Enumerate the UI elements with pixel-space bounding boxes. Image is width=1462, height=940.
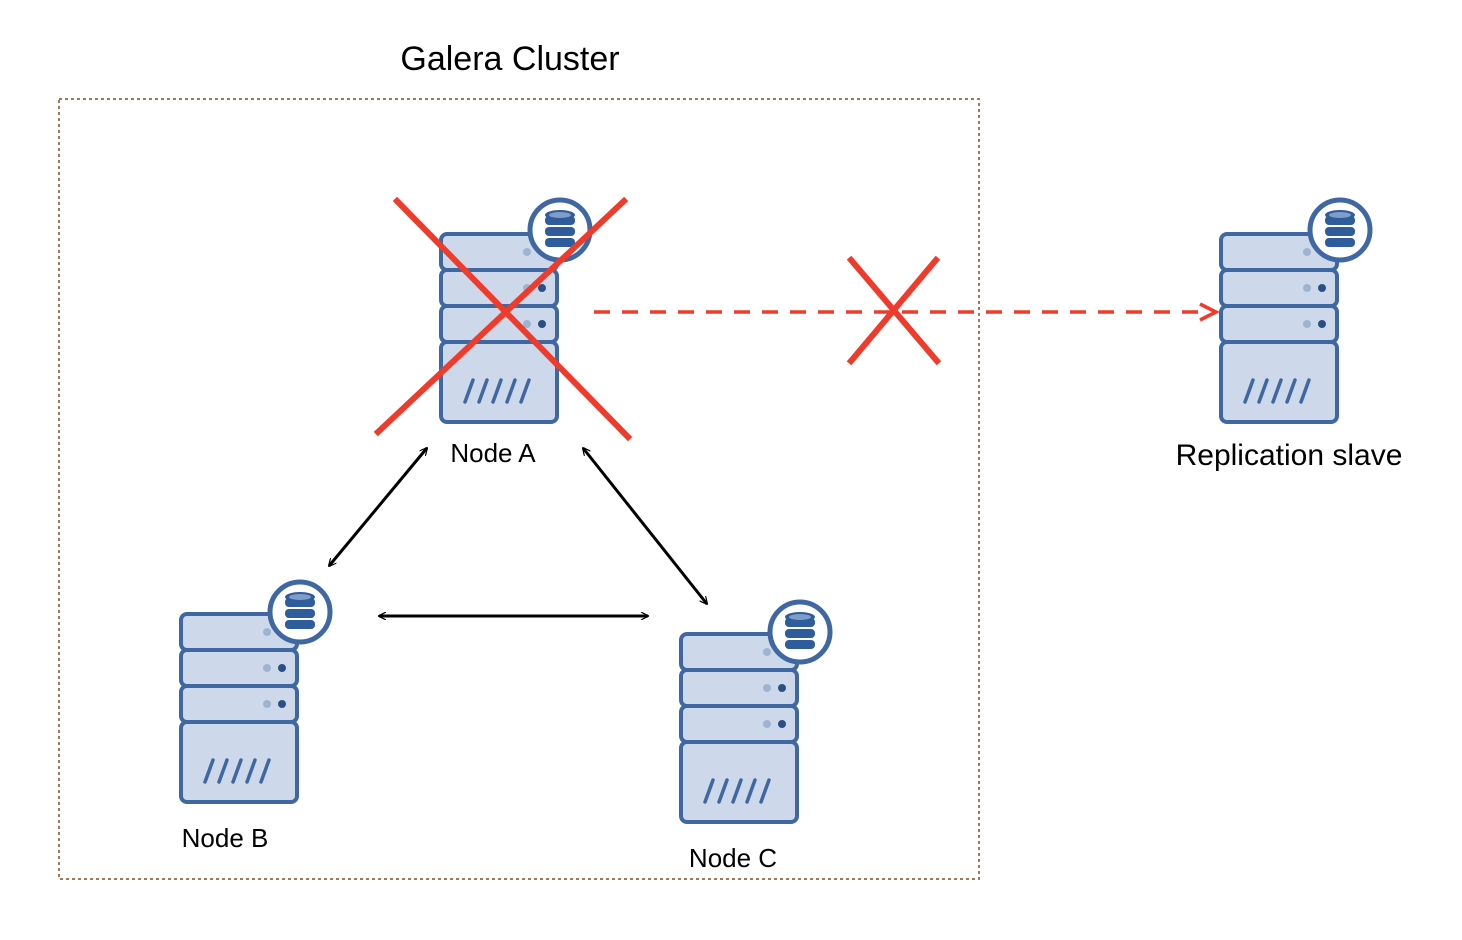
replication-arrowhead [1199,302,1220,322]
replication-slave-label: Replication slave [1176,439,1403,472]
link-node-a-node-b [329,448,427,566]
node-a: Node A [439,200,590,468]
replication-link [594,302,1220,322]
server-rack-icon [179,612,299,804]
node-b: Node B [179,582,330,853]
replication-failure-x-icon [846,255,942,366]
database-icon [530,200,590,260]
server-rack-icon [1219,232,1339,424]
cluster-title: Galera Cluster [400,40,619,78]
node-c: Node C [679,602,830,873]
database-icon [770,602,830,662]
failure-x-icon [373,196,633,442]
link-node-a-node-c [583,448,707,604]
node-c-label: Node C [689,843,777,873]
node-b-label: Node B [182,823,269,853]
server-rack-icon [679,632,799,824]
replication-slave: Replication slave [1176,200,1403,472]
database-icon [1310,200,1370,260]
node-a-label: Node A [450,438,536,468]
cluster-boundary [58,98,980,880]
database-icon [270,582,330,642]
